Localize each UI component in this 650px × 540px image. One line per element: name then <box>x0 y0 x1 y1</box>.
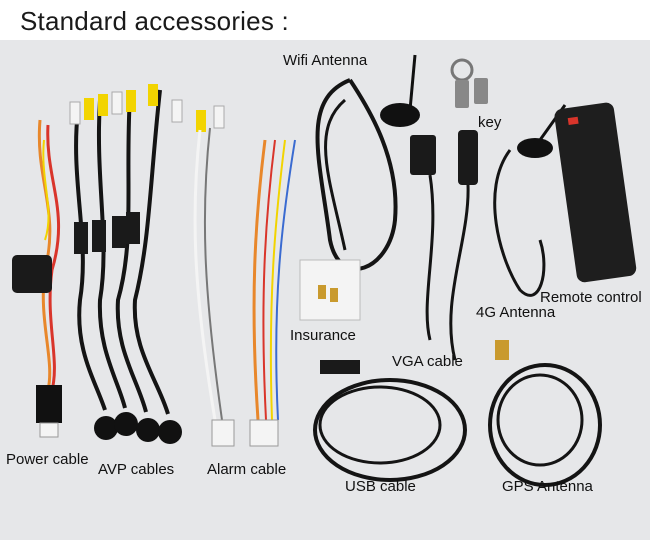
label-usb-cable: USB cable <box>345 478 416 495</box>
label-key: key <box>478 114 502 131</box>
accessories-photo: Wifi Antenna key Remote control 4G Anten… <box>0 40 650 540</box>
label-alarm-cable: Alarm cable <box>207 461 287 478</box>
4g-antenna <box>493 104 567 297</box>
avp-cables <box>69 84 225 444</box>
key-set <box>450 58 488 108</box>
label-remote-control: Remote control <box>540 289 642 306</box>
accessories-scene <box>12 54 637 487</box>
label-insurance: Insurance <box>290 327 356 344</box>
vga-connector <box>449 130 478 361</box>
insurance-fuses <box>299 259 361 321</box>
label-gps-antenna: GPS Antenna <box>502 478 593 495</box>
label-4g-antenna: 4G Antenna <box>476 304 556 321</box>
label-avp-cables: AVP cables <box>98 461 175 478</box>
power-cable <box>12 119 62 438</box>
usb-cable <box>313 360 467 482</box>
label-wifi-antenna: Wifi Antenna <box>283 52 368 69</box>
alarm-cable <box>193 127 296 447</box>
page-title: Standard accessories : <box>20 6 289 36</box>
remote-control <box>554 102 637 283</box>
wifi-antenna <box>315 54 436 341</box>
gps-antenna <box>488 340 602 487</box>
label-vga-cable: VGA cable <box>392 353 463 370</box>
label-power-cable: Power cable <box>6 451 89 468</box>
